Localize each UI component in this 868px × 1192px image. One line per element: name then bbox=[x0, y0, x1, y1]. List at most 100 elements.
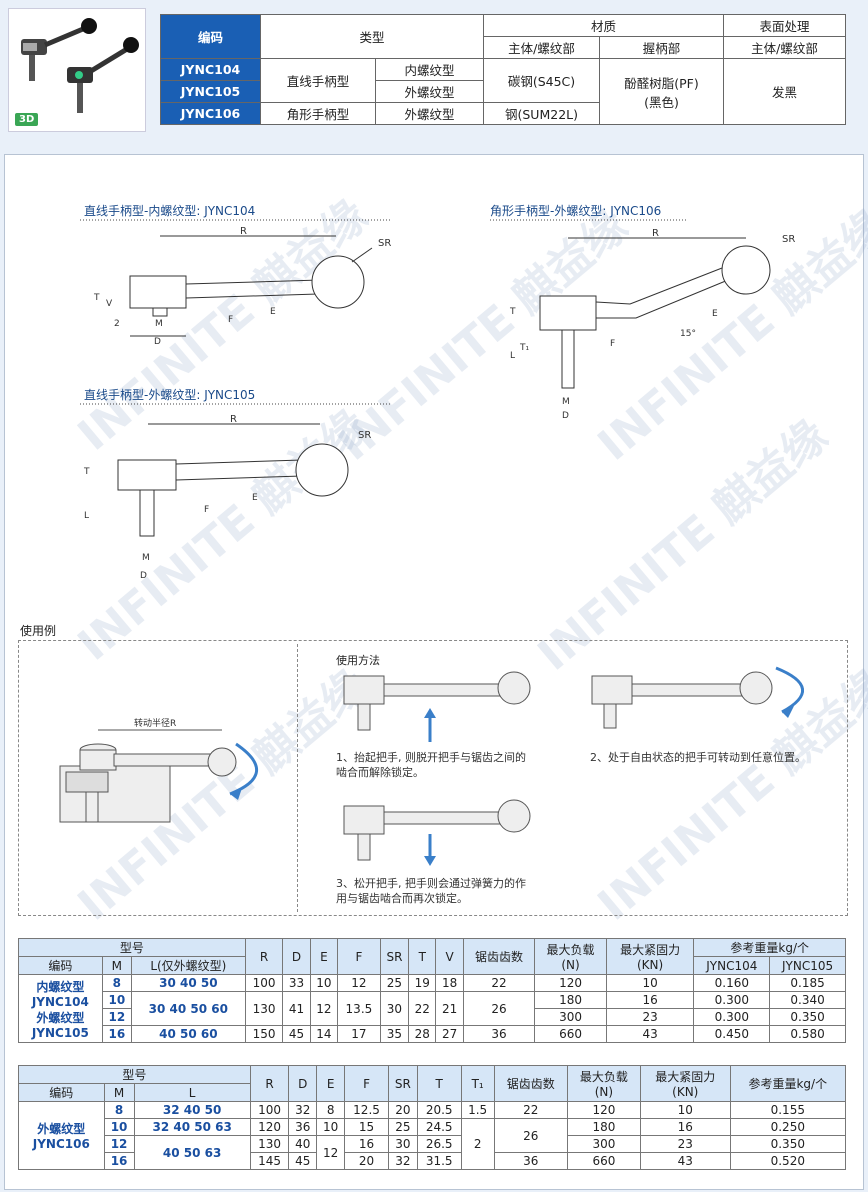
t2-cell: 16 bbox=[103, 1152, 135, 1170]
svg-text:E: E bbox=[252, 493, 258, 503]
t1-cell: 35 bbox=[379, 1025, 410, 1043]
t2-cell: 32 40 50 bbox=[133, 1101, 251, 1119]
t2-cell: 8 bbox=[316, 1101, 346, 1119]
t1-cell: 120 bbox=[534, 974, 607, 992]
usage-title: 使用例 bbox=[20, 624, 57, 638]
svg-text:SR: SR bbox=[782, 234, 795, 245]
t1-cell: 25 bbox=[379, 974, 410, 992]
t1-h-d: D bbox=[282, 938, 311, 975]
t2-cell: 12 bbox=[316, 1135, 346, 1170]
t2-cell: 660 bbox=[566, 1152, 641, 1170]
svg-text:M: M bbox=[155, 319, 163, 329]
spec-h-body: 主体/螺纹部 bbox=[483, 36, 600, 59]
svg-text:F: F bbox=[610, 339, 615, 349]
t2-h-t: T bbox=[416, 1065, 462, 1102]
t1-cell: 150 bbox=[244, 1025, 284, 1043]
t1-cell: 16 bbox=[605, 991, 695, 1009]
t1-cell: 0.340 bbox=[769, 991, 846, 1009]
t2-h-weight: 参考重量kg/个 bbox=[729, 1065, 847, 1102]
t2-cell: 40 50 63 bbox=[133, 1135, 251, 1170]
t1-cell: 19 bbox=[408, 974, 437, 992]
t2-cell: 32 40 50 63 bbox=[133, 1118, 251, 1136]
svg-text:T: T bbox=[83, 467, 90, 477]
svg-text:T: T bbox=[509, 307, 516, 317]
t1-h-t: T bbox=[408, 938, 437, 975]
t1-h-w1: JYNC104 bbox=[693, 956, 771, 975]
t1-cell: 30 bbox=[379, 991, 410, 1026]
t2-h-t1: T₁ bbox=[460, 1065, 495, 1102]
t2-cell: 10 bbox=[639, 1101, 731, 1119]
spec-surface: 发黑 bbox=[723, 58, 846, 125]
usage-box bbox=[18, 640, 848, 916]
t1-h-force: 最大紧固力(KN) bbox=[605, 938, 695, 975]
t1-cell: 22 bbox=[408, 991, 437, 1026]
t1-cell: 12 bbox=[337, 974, 381, 992]
t2-cell: 0.350 bbox=[729, 1135, 847, 1153]
step3-text: 3、松开把手, 把手则会通过弹簧力的作用与锯齿啮合而再次锁定。 bbox=[336, 877, 526, 905]
spec-code-106[interactable]: JYNC106 bbox=[160, 102, 261, 125]
t2-cell: 22 bbox=[493, 1101, 568, 1119]
t1-cell: 14 bbox=[309, 1025, 339, 1043]
svg-text:R: R bbox=[652, 228, 659, 239]
t2-h-force: 最大紧固力(KN) bbox=[639, 1065, 731, 1102]
t1-cell: 0.580 bbox=[769, 1025, 846, 1043]
t2-cell: 2 bbox=[460, 1118, 495, 1170]
t2-cell: 15 bbox=[344, 1118, 389, 1136]
t1-h-v: V bbox=[435, 938, 464, 975]
svg-text:T: T bbox=[93, 293, 100, 303]
spec-h-material: 材质 bbox=[483, 14, 724, 37]
svg-text:M: M bbox=[142, 553, 150, 563]
usage-method: 使用方法 bbox=[336, 654, 380, 667]
diagram-104: R SR T V 2 M D F E bbox=[80, 219, 391, 347]
diagram-105: R SR M D T L F E bbox=[80, 403, 390, 581]
svg-text:2: 2 bbox=[114, 319, 120, 329]
spec-h-code: 编码 bbox=[160, 14, 261, 59]
t2-h-m: M bbox=[103, 1083, 135, 1102]
t2-h-model: 型号 bbox=[18, 1065, 251, 1084]
dimension-table-104-105: 型号 R D E F SR T V 锯齿齿数 最大负载(N) 最大紧固力(KN)… bbox=[18, 938, 846, 1043]
t2-cell: 24.5 bbox=[416, 1118, 462, 1136]
svg-text:SR: SR bbox=[378, 238, 391, 249]
t1-cell: 0.300 bbox=[693, 991, 771, 1009]
t2-cell: 45 bbox=[288, 1152, 318, 1170]
3d-badge[interactable]: 3D bbox=[15, 113, 39, 126]
t2-h-d: D bbox=[288, 1065, 318, 1102]
t1-cell: 16 bbox=[101, 1025, 132, 1043]
t1-cell: 0.185 bbox=[769, 974, 846, 992]
t2-cell: 120 bbox=[566, 1101, 641, 1119]
t1-h-r: R bbox=[244, 938, 284, 975]
t2-cell: 16 bbox=[344, 1135, 389, 1153]
t1-cell: 10 bbox=[605, 974, 695, 992]
t2-h-f: F bbox=[344, 1065, 389, 1102]
t1-cell: 0.160 bbox=[693, 974, 771, 992]
spec-code-105[interactable]: JYNC105 bbox=[160, 80, 261, 103]
t1-cell: 130 bbox=[244, 991, 284, 1026]
t1-cell: 27 bbox=[435, 1025, 464, 1043]
svg-text:F: F bbox=[204, 505, 209, 515]
svg-text:M: M bbox=[562, 397, 570, 407]
spec-code-104[interactable]: JYNC104 bbox=[160, 58, 261, 81]
t1-cell: 40 50 60 bbox=[130, 1025, 246, 1043]
t2-cell: 30 bbox=[387, 1135, 418, 1153]
spec-mat1: 碳钢(S45C) bbox=[483, 58, 600, 103]
t1-cell: 12 bbox=[309, 991, 339, 1026]
spec-grip: 酚醛树脂(PF)(黑色) bbox=[599, 58, 724, 125]
t2-cell: 300 bbox=[566, 1135, 641, 1153]
t1-h-model: 型号 bbox=[18, 938, 246, 957]
t2-h-e: E bbox=[316, 1065, 346, 1102]
t1-h-f: F bbox=[337, 938, 381, 975]
t2-h-code: 编码 bbox=[18, 1083, 105, 1102]
svg-text:L: L bbox=[510, 351, 515, 361]
step2-figure bbox=[591, 666, 804, 729]
t2-h-sr: SR bbox=[387, 1065, 418, 1102]
t2-cell: 130 bbox=[249, 1135, 290, 1153]
t1-cell: 22 bbox=[462, 974, 536, 992]
t1-cell: 13.5 bbox=[337, 991, 381, 1026]
t2-cell: 0.520 bbox=[729, 1152, 847, 1170]
t1-h-m: M bbox=[101, 956, 132, 975]
t2-cell: 26.5 bbox=[416, 1135, 462, 1153]
t2-cell: 16 bbox=[639, 1118, 731, 1136]
t1-cell: 36 bbox=[462, 1025, 536, 1043]
t1-cell: 660 bbox=[534, 1025, 607, 1043]
